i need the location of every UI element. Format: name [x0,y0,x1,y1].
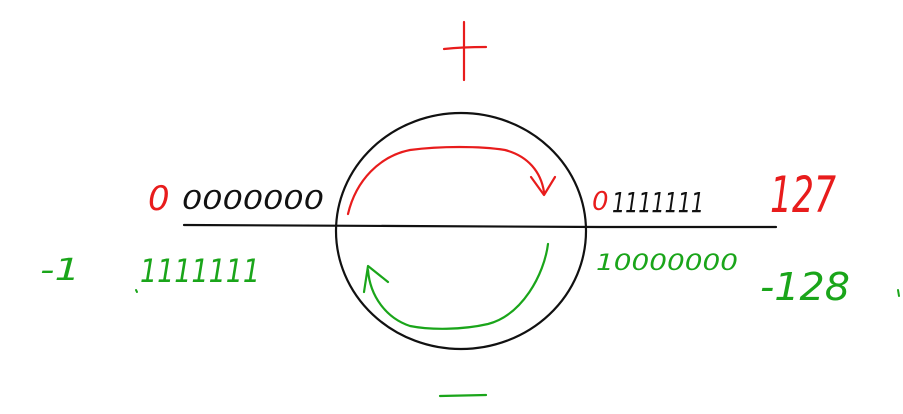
ring-circle [334,111,588,351]
right-top-number: 127 [770,166,836,224]
right-top-bits: 1111111 [612,186,704,219]
right-bottom-bits: 10000000 [596,251,738,276]
stray-mark-right [897,289,900,297]
plus-sign [442,20,488,82]
left-bottom-bits: 1111111 [140,252,260,290]
left-bottom-number: -1 [40,253,80,288]
right-top-bits-sign: 0 [592,187,609,217]
number-line [182,223,778,229]
stray-mark-left [135,289,138,293]
left-top-value: 0 [148,179,170,219]
lower-green-arrow [362,242,550,330]
upper-red-arrow [346,145,557,216]
right-bottom-number: -128 [760,265,850,309]
left-top-bits: 0000000 [182,186,324,216]
minus-sign [438,393,488,398]
